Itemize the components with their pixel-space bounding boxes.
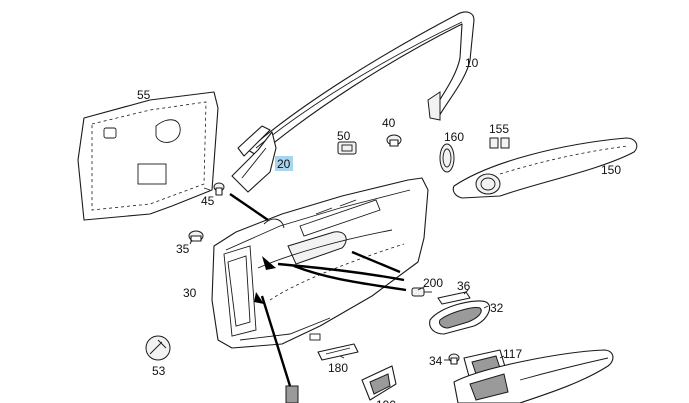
part-35-fastener[interactable] [188, 230, 204, 242]
callout-53[interactable]: 53 [152, 364, 166, 378]
part-155-clips[interactable] [489, 137, 510, 149]
part-160-speaker-grille[interactable] [439, 143, 455, 173]
callout-155[interactable]: 155 [489, 122, 509, 136]
lower-bracket[interactable] [285, 385, 299, 403]
part-34-clip[interactable] [448, 353, 460, 365]
callout-35[interactable]: 35 [176, 242, 190, 256]
part-190-control-module[interactable] [361, 365, 397, 401]
callout-36[interactable]: 36 [457, 279, 471, 293]
part-150-upper-trim-panel[interactable] [452, 137, 638, 199]
part-20-mirror-cover[interactable] [231, 125, 277, 193]
part-180-switch-strip[interactable] [317, 343, 359, 361]
callout-45[interactable]: 45 [201, 194, 215, 208]
callout-117[interactable]: 117 [503, 347, 522, 361]
callout-200[interactable]: 200 [423, 276, 443, 290]
callout-55[interactable]: 55 [137, 88, 151, 102]
part-200-screw[interactable] [411, 287, 432, 297]
leader-lines [189, 187, 505, 361]
callout-20[interactable]: 20 [277, 157, 291, 171]
part-55-inner-panel-sheet[interactable] [77, 91, 219, 221]
callout-180[interactable]: 180 [328, 361, 348, 375]
part-50-clip[interactable] [337, 141, 357, 155]
callout-34[interactable]: 34 [429, 354, 443, 368]
callout-32[interactable]: 32 [490, 301, 504, 315]
callout-150[interactable]: 150 [601, 163, 621, 177]
callout-10[interactable]: 10 [465, 56, 479, 70]
callout-20-highlight [275, 156, 293, 171]
part-53-trim-removal-tool[interactable] [145, 335, 171, 361]
part-40-plug[interactable] [386, 134, 402, 147]
callout-190[interactable]: 190 [376, 398, 396, 403]
part-45-push-clip[interactable] [213, 182, 225, 196]
callout-40[interactable]: 40 [382, 116, 396, 130]
callout-160[interactable]: 160 [444, 130, 464, 144]
assembly-arrows [229, 193, 407, 387]
callout-50[interactable]: 50 [337, 129, 351, 143]
callout-30[interactable]: 30 [183, 286, 197, 300]
part-10-window-frame-trim[interactable] [247, 11, 475, 157]
armrest-panel[interactable] [453, 349, 614, 403]
part-32-handle-bezel[interactable] [429, 300, 491, 335]
part-36-switch-cover[interactable] [437, 291, 471, 305]
